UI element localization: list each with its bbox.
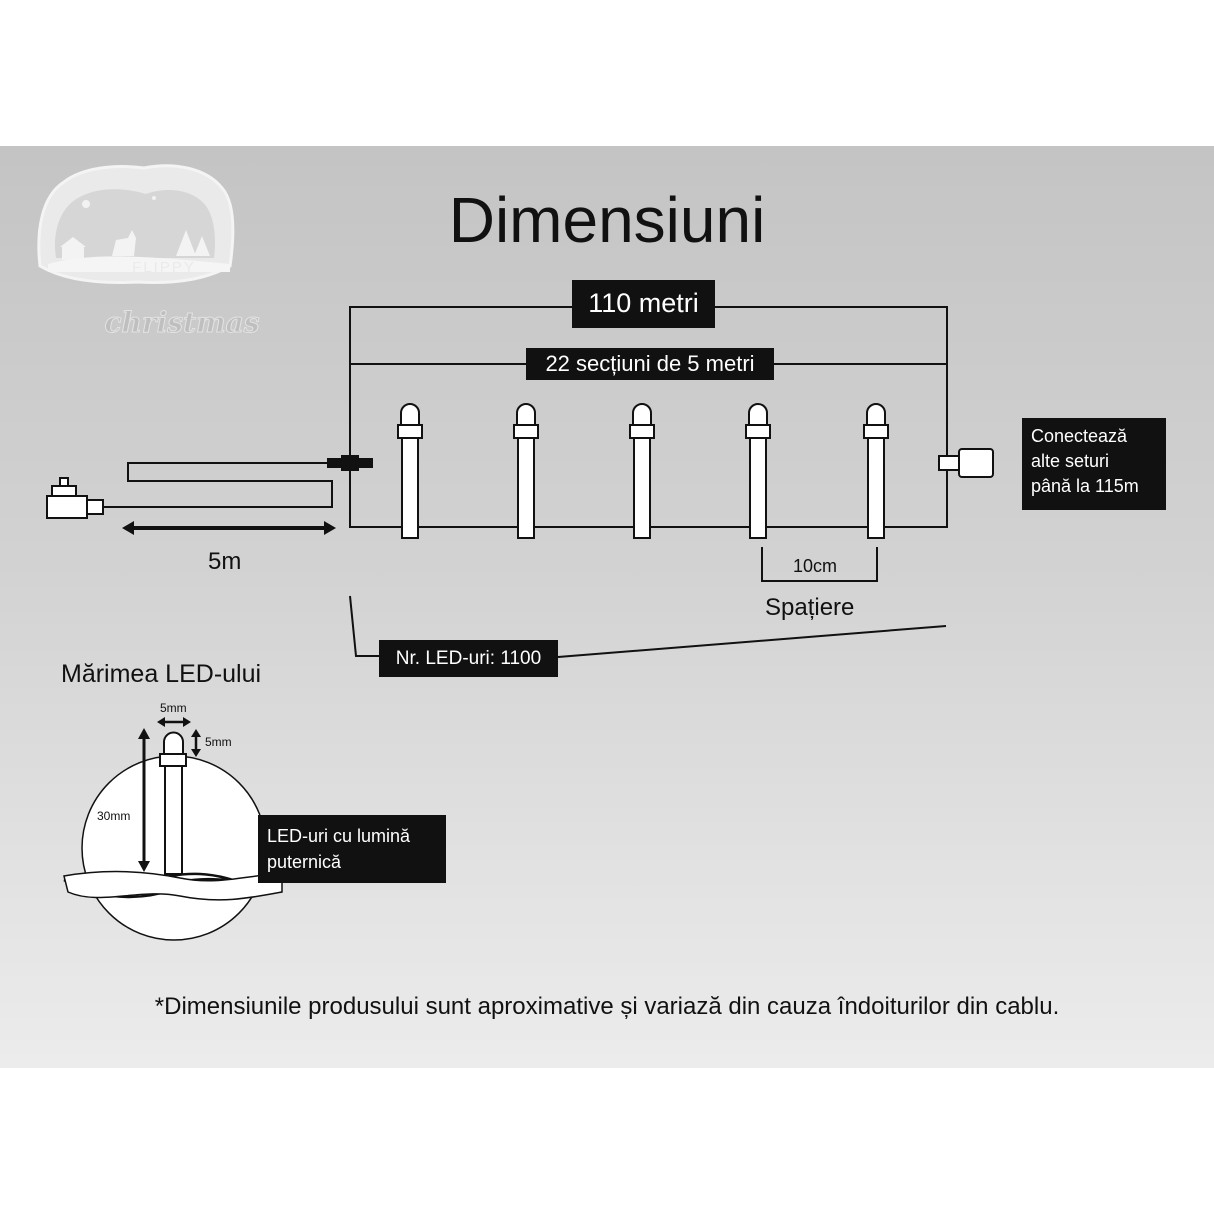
- led-cap-arrowhead-bottom: [191, 749, 201, 757]
- led-width-label: 5mm: [160, 701, 187, 715]
- tree-icon: [176, 230, 210, 256]
- connect-label-line-3: până la 115m: [1031, 476, 1139, 496]
- logo-bottom-text: christmas: [104, 306, 259, 339]
- led-bulb-1: [397, 403, 423, 539]
- lead-length-arrowhead-right: [324, 521, 336, 535]
- lead-length-arrowhead-left: [122, 521, 134, 535]
- moon-icon: [82, 200, 90, 208]
- spacing-bracket: [761, 547, 878, 582]
- connector-icon-left: [327, 458, 343, 468]
- connect-label-line-1: Conectează: [1031, 426, 1128, 446]
- led-detail-cap: [163, 731, 184, 755]
- end-connector-socket-icon: [958, 448, 994, 478]
- led-height-arrowhead-top: [138, 728, 150, 739]
- led-detail-collar: [159, 753, 187, 767]
- led-bulb-5: [863, 403, 889, 539]
- lead-cable-length-label: 5m: [208, 548, 242, 575]
- logo-top-text: FLIPPY: [132, 259, 196, 276]
- led-count-pointer-right: [557, 625, 947, 658]
- spacing-label: Spațiere: [765, 594, 855, 621]
- bright-label-line-2: puternică: [267, 852, 342, 872]
- connect-more-sets-label: Conectează alte seturi până la 115m: [1022, 418, 1166, 510]
- spacing-value-label: 10cm: [793, 556, 838, 576]
- bright-leds-label: LED-uri cu lumină puternică: [258, 815, 446, 883]
- logo-snow-ground: [48, 256, 230, 272]
- led-detail-stem: [164, 765, 183, 875]
- logo-inner-scene: [54, 189, 216, 258]
- led-height-arrowhead-bottom: [138, 861, 150, 872]
- led-width-arrowhead-right: [183, 717, 191, 727]
- led-count-pointer: [349, 595, 379, 657]
- led-width-arrowhead-left: [157, 717, 165, 727]
- connector-icon-right: [357, 458, 373, 468]
- power-adapter-pin-icon: [59, 477, 69, 487]
- house-roof-icon: [60, 237, 86, 247]
- connect-label-line-2: alte seturi: [1031, 451, 1110, 471]
- flippy-christmas-logo: FLIPPY christmas: [37, 164, 260, 340]
- connector-icon: [341, 455, 359, 471]
- led-bulb-4: [745, 403, 771, 539]
- bright-label-line-1: LED-uri cu lumină: [267, 826, 411, 846]
- dimensions-footnote: *Dimensiunile produsului sunt aproximati…: [154, 993, 1060, 1020]
- led-cap-arrowhead-top: [191, 729, 201, 737]
- diagram-title: Dimensiuni: [448, 184, 766, 256]
- led-bulb-3: [629, 403, 655, 539]
- led-bulb-2: [513, 403, 539, 539]
- end-connector-icon: [938, 455, 960, 471]
- twisted-cable-outline: [63, 870, 283, 901]
- deer-icon: [112, 230, 136, 256]
- power-adapter-icon: [46, 495, 88, 519]
- led-size-title: Mărimea LED-ului: [61, 660, 262, 688]
- total-length-label: 110 metri: [572, 280, 715, 328]
- lead-cable: [116, 462, 338, 508]
- house-icon: [62, 246, 84, 260]
- led-cap-label: 5mm: [205, 735, 232, 749]
- led-height-label: 30mm: [97, 809, 131, 823]
- power-adapter-plug-icon: [51, 485, 77, 497]
- power-adapter-cable-icon: [86, 499, 104, 515]
- star-icon: [152, 196, 156, 200]
- led-count-label: Nr. LED-uri: 1100: [379, 640, 558, 677]
- sections-label: 22 secțiuni de 5 metri: [526, 348, 774, 380]
